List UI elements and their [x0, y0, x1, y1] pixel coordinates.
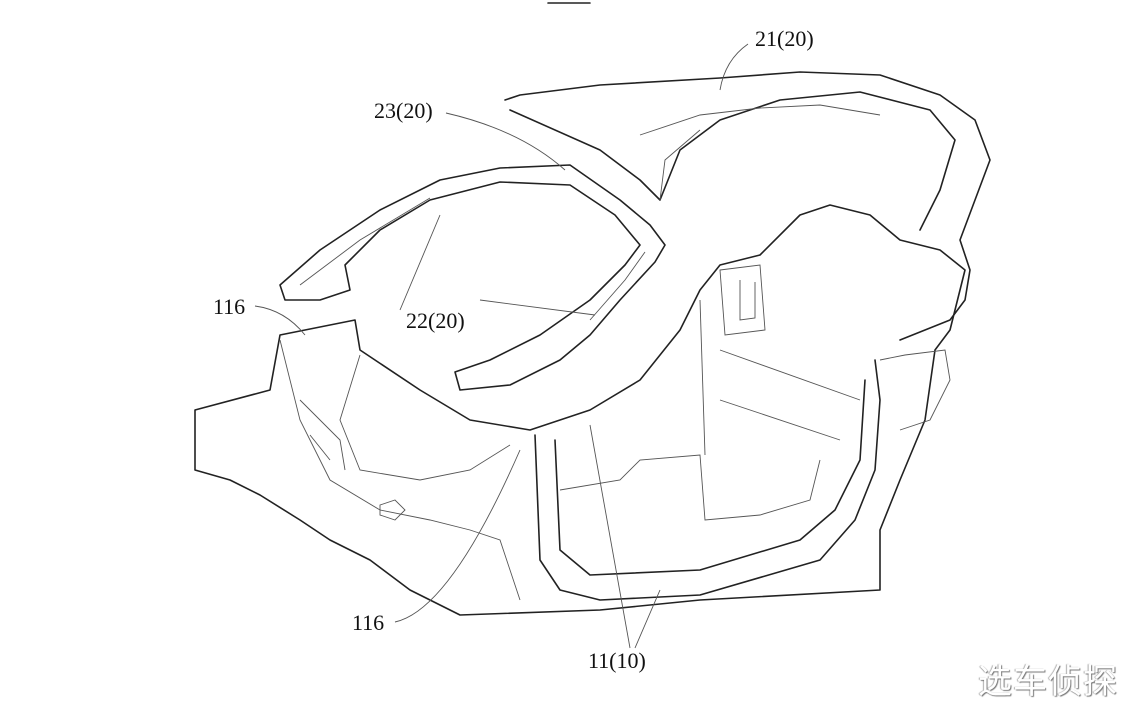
- label-roof-rail: 21(20): [755, 26, 814, 51]
- main-tub: [194, 204, 966, 616]
- watermark: 选车侦探: [978, 662, 1118, 702]
- label-body-lower: 11(10): [588, 648, 646, 673]
- label-front-lower: 116: [352, 610, 385, 635]
- leader-lines: [254, 43, 749, 649]
- label-a-pillar-frame: 22(20): [406, 308, 465, 333]
- windshield-frame: [279, 164, 666, 391]
- label-windshield-frame: 23(20): [374, 98, 433, 123]
- label-front-upper: 116: [213, 294, 246, 319]
- roof-rail: [504, 71, 991, 341]
